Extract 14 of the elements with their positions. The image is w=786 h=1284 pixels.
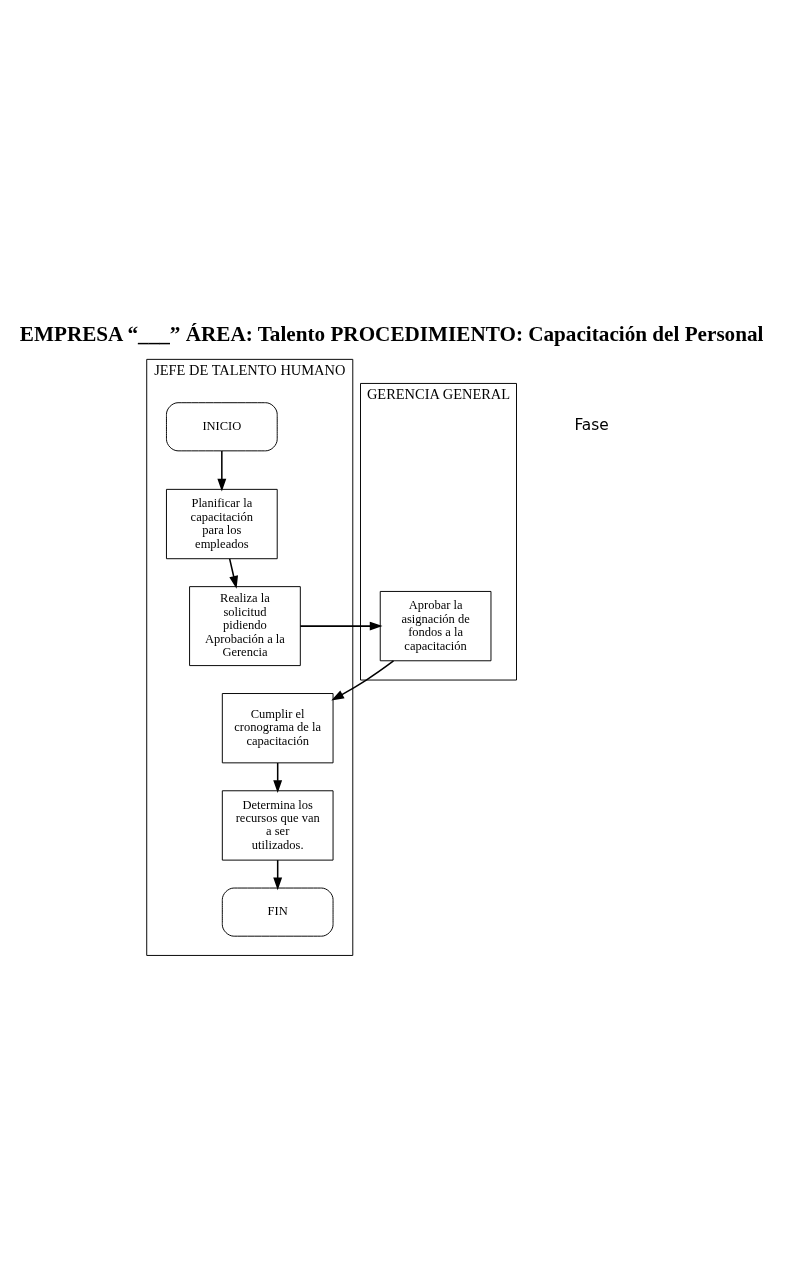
arrow xyxy=(299,621,383,631)
arrow xyxy=(273,859,283,891)
arrow xyxy=(228,558,238,589)
node-box: Cumplir el cronograma de la capacitación xyxy=(221,693,334,764)
arrow xyxy=(217,450,227,492)
arrow xyxy=(331,660,395,701)
node-box: Determina los recursos que van a ser utilizados. xyxy=(221,790,334,861)
node-box: INICIO xyxy=(166,402,278,452)
label: Fase xyxy=(574,416,609,435)
node-box: Planificar la capacitación para los empleados xyxy=(166,488,278,560)
node-box: FIN xyxy=(221,887,334,937)
node-box: Aprobar la asignación de fondos a la capacitación xyxy=(379,590,492,662)
node-box: Realiza la solicitud pidiendo Aprobación a la Gerencia xyxy=(189,586,301,667)
diagram-title: EMPRESA “___” ÁREA: Talento PROCEDIMIENTO: Capacitación del Personal xyxy=(19,321,764,346)
